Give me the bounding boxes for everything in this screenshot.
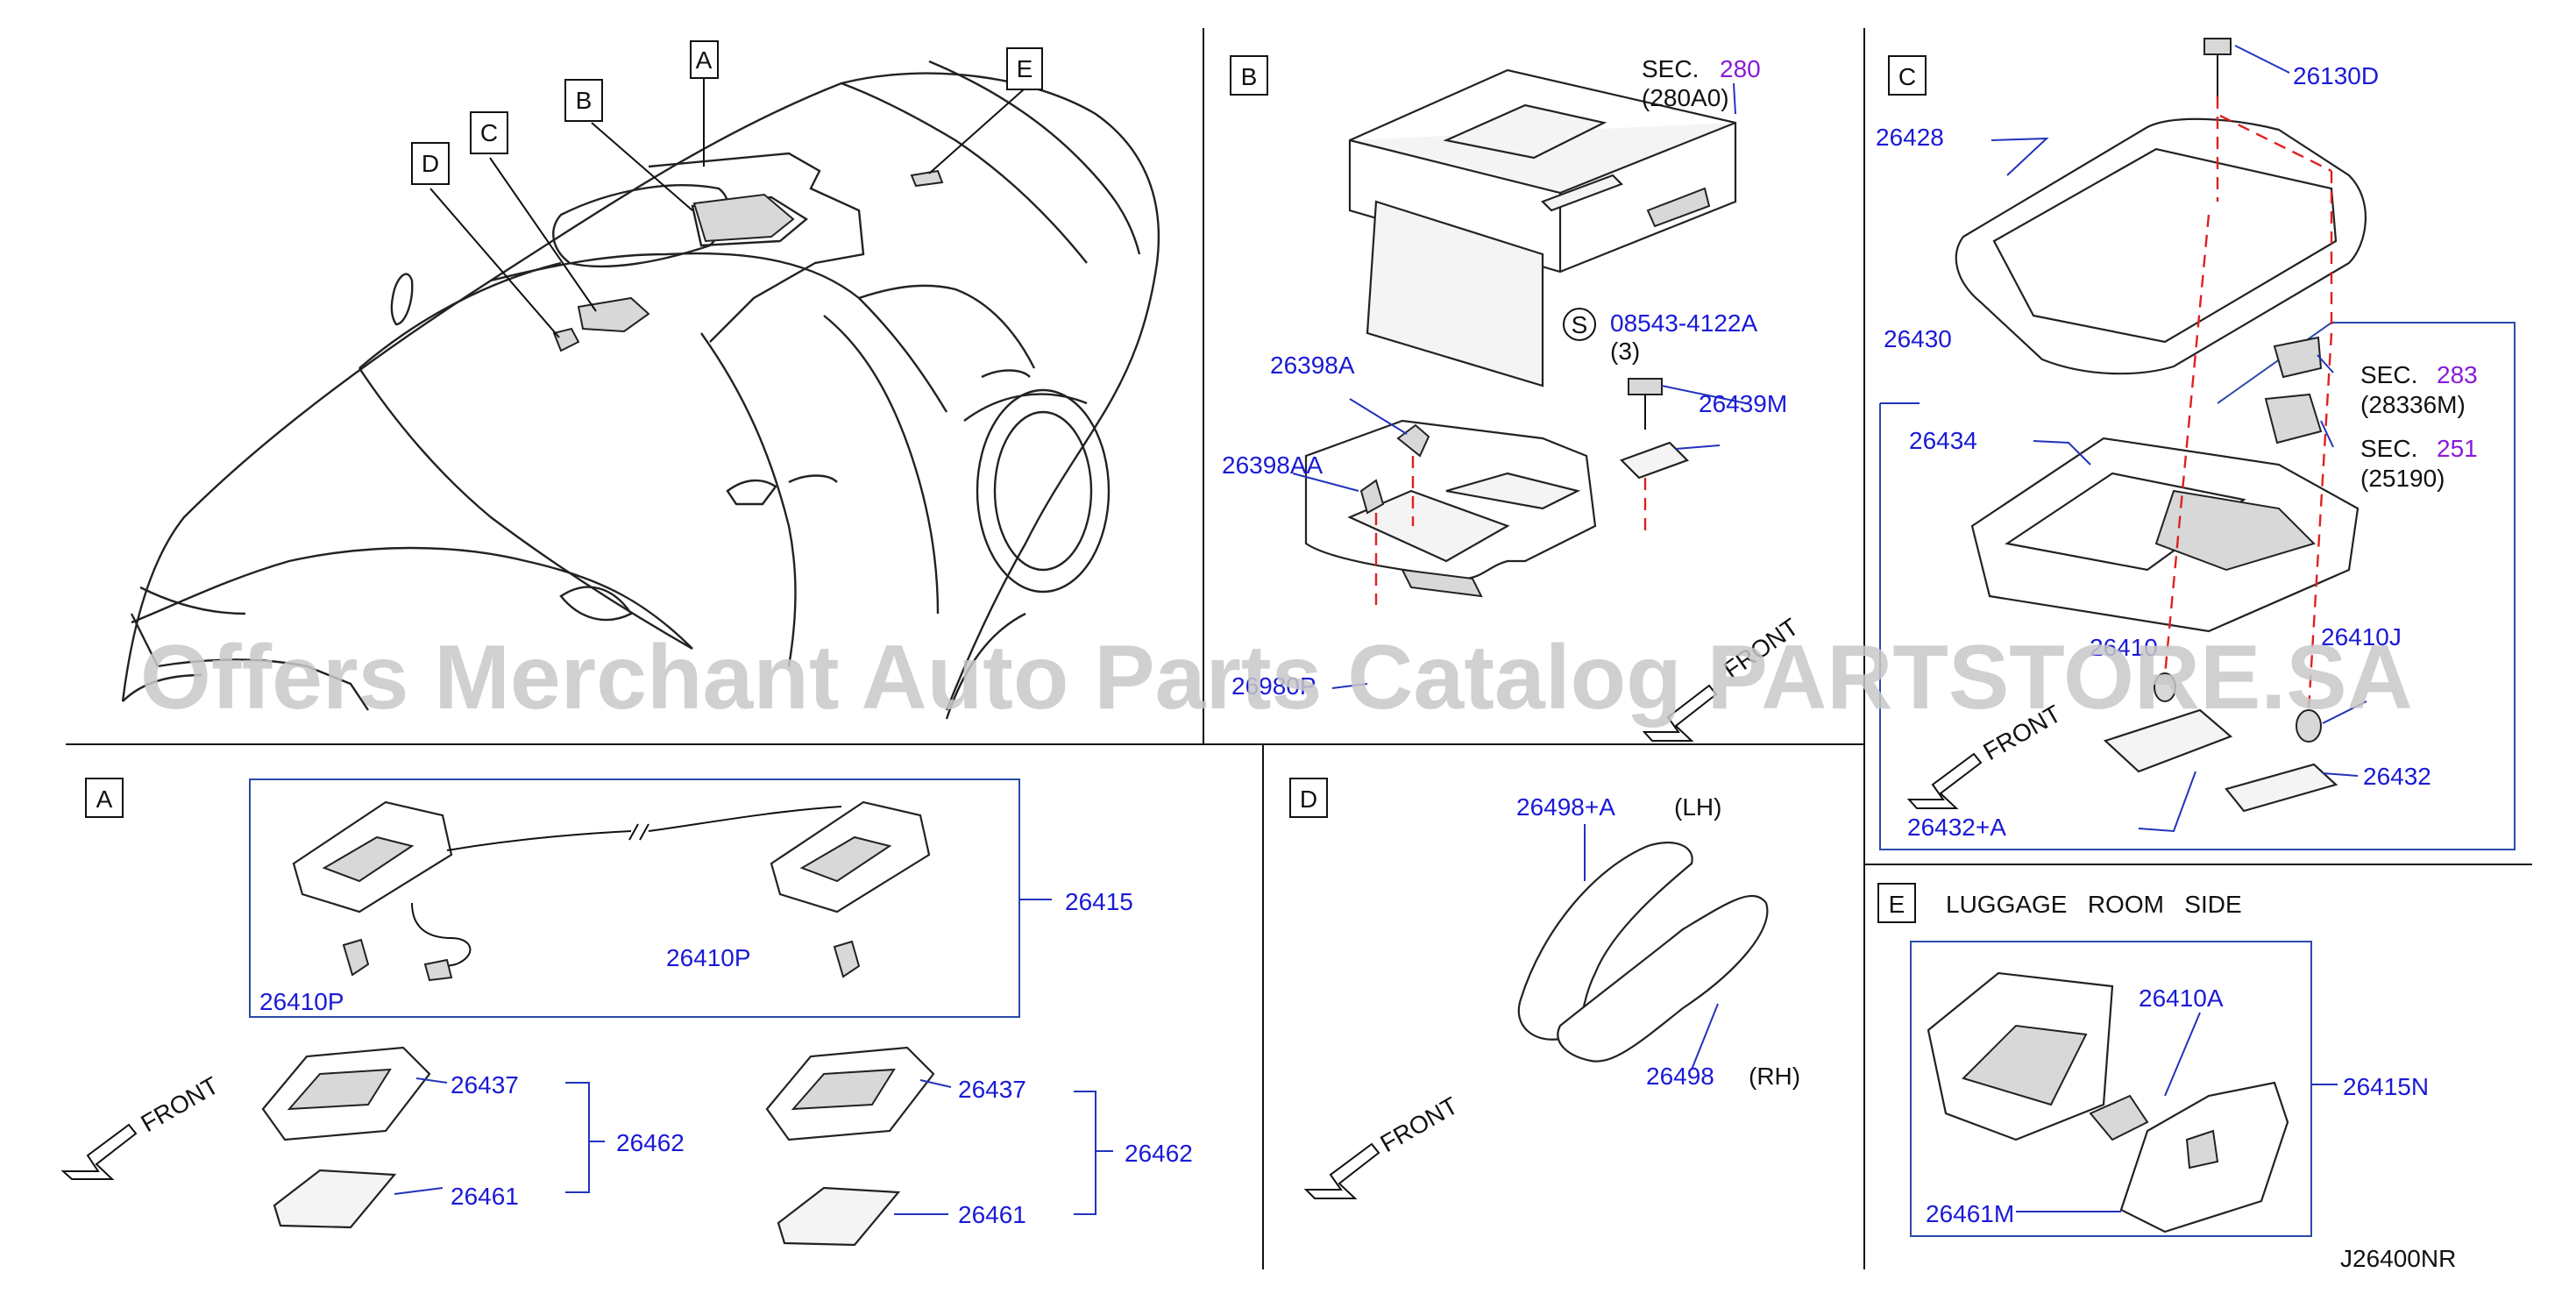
b-part-26980p: 26980P [1231,672,1316,700]
vehicle-overview: A B C D E [121,40,1160,720]
a-bulb-right [833,940,861,978]
section-e: E LUGGAGE ROOM SIDE 26410A 26415N 26461M [1877,883,2429,1237]
watermark: Offers Merchant Auto Parts Catalog PARTS… [140,627,2413,729]
c-sec2-number: 251 [2437,435,2478,462]
callout-b: B [576,87,593,114]
a-part-26461-right: 26461 [958,1201,1026,1228]
c-sec1-prefix: SEC. [2360,361,2417,388]
d-grip-26498 [1557,894,1769,1063]
section-a-tag: A [96,786,113,813]
section-e-tag-box [1877,883,1916,923]
b-screw [1628,378,1663,395]
section-b-tag: B [1241,63,1258,90]
callout-box-c [470,111,508,154]
c-part-26432: 26432 [2363,763,2431,790]
b-screw-part: 08543-4122A [1610,309,1757,337]
a-part-26437-left: 26437 [451,1071,519,1098]
section-dividers [66,28,2532,1269]
b-part-26439m: 26439M [1699,390,1787,417]
b-bracket-26439m [1620,441,1689,480]
b-screen-panel [1366,200,1544,387]
b-part-26398aa: 26398AA [1222,451,1323,479]
c-screw-26130d [2203,38,2232,55]
callout-box-e [1006,47,1043,90]
section-a: A 26415 26410P 26 [60,778,1193,1247]
drawing-id: J26400NR [2340,1245,2456,1272]
callout-d: D [422,150,439,177]
b-sec-number: 280 [1720,55,1761,82]
section-d: D 26498+A (LH) 26498 (RH) FRONT [1289,778,1800,1199]
callout-e: E [1017,55,1033,82]
section-b: B SEC. 280 (280A0) [1222,55,1803,742]
c-sec2-prefix: SEC. [2360,435,2417,462]
section-c-tag: C [1898,63,1916,90]
a-lens-right [777,1186,901,1247]
c-sec1-number: 283 [2437,361,2478,388]
callout-c: C [480,119,498,146]
section-e-tag: E [1889,891,1905,918]
section-d-tag-box [1289,778,1328,818]
b-sec-sub: (280A0) [1642,84,1729,111]
d-part-26498a: 26498+A [1516,793,1615,821]
c-sec1-sub: (28336M) [2360,391,2466,418]
a-part-26410p-right: 26410P [666,944,751,971]
section-b-tag-box [1230,55,1268,96]
b-sec-prefix: SEC. [1642,55,1699,82]
d-side-rh: (RH) [1749,1063,1800,1090]
a-part-26415: 26415 [1065,888,1133,915]
c-part-283 [2273,336,2323,379]
d-side-lh: (LH) [1674,793,1721,821]
c-bulb-26410j [2296,709,2322,743]
c-part-26410j: 26410J [2321,623,2402,650]
section-c: C 261 [1876,38,2516,850]
a-part-26461-left: 26461 [451,1183,519,1210]
e-box [1910,941,2312,1237]
section-c-tag-box [1888,55,1927,96]
callout-box-d [411,142,450,185]
e-title: LUGGAGE ROOM SIDE [1946,891,2242,918]
c-part-26428: 26428 [1876,124,1944,151]
c-sec2-sub: (25190) [2360,465,2445,492]
e-part-26410a: 26410A [2139,985,2224,1012]
c-part-251 [2264,393,2323,444]
b-part-26398a: 26398A [1270,352,1355,379]
callout-box-b [564,79,603,122]
c-lens-26432 [2225,763,2338,813]
e-part-26415n: 26415N [2343,1073,2429,1100]
c-part-26432-a: 26432+A [1907,814,2006,841]
callout-a: A [696,46,713,74]
a-harness-box [249,778,1020,1018]
c-bulb-26410 [2154,672,2176,702]
c-lens-26432a [2103,708,2233,773]
c-part-26430: 26430 [1884,325,1952,352]
b-pad-26398aa [1359,479,1385,515]
e-part-26461m: 26461M [1926,1200,2014,1227]
d-part-26498: 26498 [1646,1063,1714,1090]
a-part-26437-right: 26437 [958,1076,1026,1103]
callout-box-a [690,40,719,79]
a-part-26462-left: 26462 [616,1129,685,1156]
a-bulb-left [342,938,370,977]
a-lens-left [273,1169,397,1229]
e-bulb-26410a [2089,1094,2149,1141]
c-part-26434: 26434 [1909,427,1977,454]
section-d-tag: D [1300,786,1317,813]
b-screw-symbol: S [1572,311,1588,338]
c-part-26410: 26410 [2090,634,2158,661]
c-part-26130d: 26130D [2293,62,2379,89]
b-screw-qty: (3) [1610,338,1640,365]
a-part-26410p-left: 26410P [259,988,344,1015]
section-a-tag-box [85,778,124,818]
a-part-26462-right: 26462 [1125,1140,1193,1167]
